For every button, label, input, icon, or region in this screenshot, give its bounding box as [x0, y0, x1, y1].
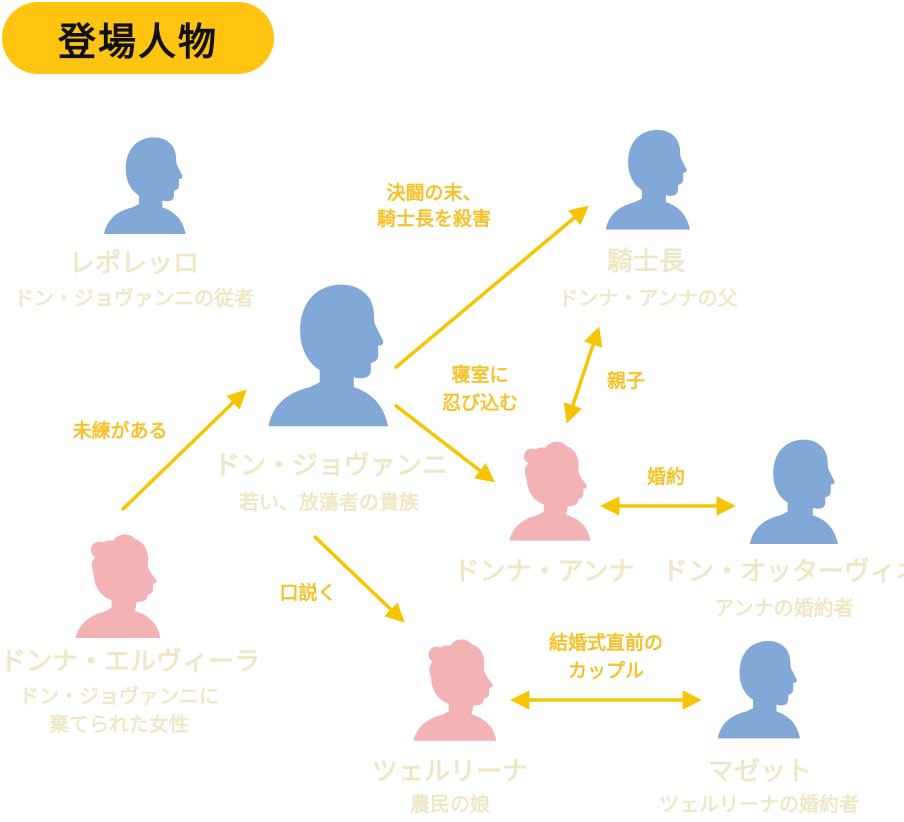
relation-lingering: 未練がある — [72, 420, 168, 442]
giovanni-desc: 若い、放蕩者の貴族 — [239, 490, 419, 514]
relation-couple-line2: カップル — [567, 660, 644, 682]
leporello-silhouette — [104, 137, 186, 234]
relation-duel-line2: 騎士長を殺害 — [376, 208, 491, 230]
masetto-desc: ツェルリーナの婚約者 — [659, 792, 859, 816]
anna-silhouette — [509, 441, 591, 541]
masetto-silhouette — [717, 640, 800, 739]
leporello-desc: ドン・ジョヴァンニの従者 — [14, 286, 254, 310]
relation-sneak-line1: 寝室に — [451, 364, 509, 386]
relation-parent-child: 親子 — [606, 370, 645, 392]
arrow-giovanni-to-zerlina — [312, 534, 405, 623]
relation-engaged: 婚約 — [646, 466, 685, 488]
giovanni-silhouette — [268, 284, 388, 427]
elvira-desc-line1: ドン・ジョヴァンニに — [19, 684, 219, 708]
ottavio-desc: アンナの婚約者 — [714, 596, 854, 620]
elvira-silhouette — [75, 534, 161, 638]
arrow-giovanni-to-commendatore — [393, 205, 589, 370]
zerlina-silhouette — [413, 639, 497, 741]
zerlina-name: ツェルリーナ — [371, 757, 528, 787]
elvira-desc-line2: 棄てられた女性 — [49, 712, 189, 736]
masetto-name: マゼット — [707, 757, 812, 787]
commendatore-name: 騎士長 — [606, 247, 685, 277]
page-title: 登場人物 — [57, 18, 218, 64]
arrow-giovanni-to-anna — [393, 403, 496, 483]
arrow-commendatore-anna — [563, 326, 603, 424]
relation-duel-line1: 決闘の末、 — [386, 182, 482, 204]
ottavio-name: ドン・オッターヴィオ — [662, 557, 904, 587]
commendatore-desc: ドンナ・アンナの父 — [558, 286, 738, 310]
elvira-name: ドンナ・エルヴィーラ — [0, 647, 261, 677]
ottavio-silhouette — [749, 439, 838, 544]
zerlina-desc: 農民の娘 — [410, 792, 490, 816]
commendatore-silhouette — [605, 129, 690, 230]
giovanni-name: ドン・ジョヴァンニ — [214, 451, 449, 481]
arrow-elvira-to-giovanni — [120, 389, 247, 512]
title-badge: 登場人物 — [2, 2, 274, 74]
leporello-name: レポレッロ — [68, 249, 199, 279]
relation-couple-line1: 結婚式直前の — [548, 632, 663, 654]
relation-sneak-line2: 忍び込む — [441, 392, 518, 414]
anna-name: ドンナ・アンナ — [453, 557, 635, 587]
relation-seduce: 口説く — [279, 582, 337, 604]
